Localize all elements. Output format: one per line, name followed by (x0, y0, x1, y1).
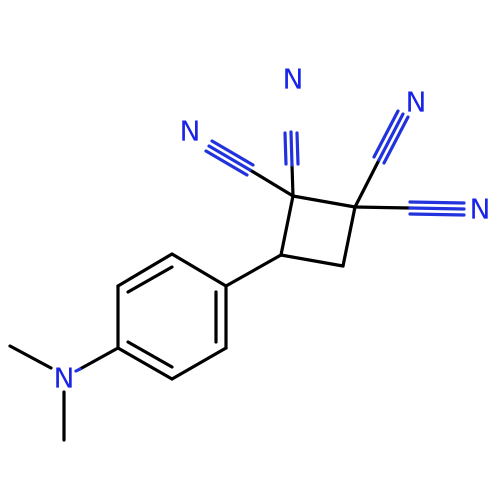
nitrile-n-right-label: N (470, 193, 491, 226)
ring-bond-c3-c4 (279, 253, 345, 268)
nitrile-upper-right (353, 109, 410, 209)
nitrile-right (353, 200, 466, 217)
methyl-bond-left (8, 344, 53, 370)
cyclobutane-ring (279, 194, 357, 268)
dimethylamino-group (8, 344, 120, 442)
aromatic-inner-bond (126, 340, 174, 369)
aromatic-inner-bond (126, 265, 174, 294)
nitrile-top (283, 130, 300, 198)
benzene-ring (116, 252, 228, 381)
dimethylamino-n-label: N (54, 362, 75, 395)
ring-to-phenyl-bond (224, 253, 283, 288)
ring-bond-c2-c3 (341, 205, 357, 268)
nitrile-n-top-label: N (283, 63, 304, 96)
nitrile-n-left-label: N (180, 115, 201, 148)
nitrile-n-upper-right-label: N (406, 86, 427, 119)
nitrile-left (204, 139, 295, 198)
ring-bond-c1-c2 (291, 194, 357, 209)
ring-bond-c4-c1 (279, 194, 295, 257)
